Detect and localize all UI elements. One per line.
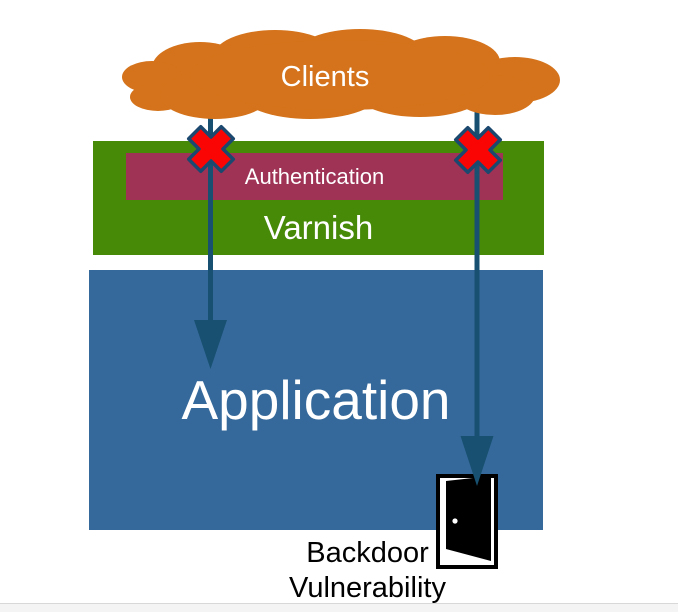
application-label: Application xyxy=(181,368,451,431)
varnish-label-wrap: Varnish xyxy=(93,200,544,255)
horizontal-scrollbar-track[interactable] xyxy=(0,603,678,612)
varnish-label: Varnish xyxy=(263,209,374,246)
backdoor-caption-line1: Backdoor xyxy=(306,537,429,569)
authentication-label: Authentication xyxy=(244,163,385,189)
clients-label: Clients xyxy=(280,60,370,93)
backdoor-caption: Backdoor Vulnerability xyxy=(280,536,455,606)
backdoor-caption-line2: Vulnerability xyxy=(289,572,446,604)
clients-label-wrap: Clients xyxy=(235,60,415,94)
authentication-bar: Authentication xyxy=(126,153,503,200)
application-box: Application xyxy=(89,270,543,530)
